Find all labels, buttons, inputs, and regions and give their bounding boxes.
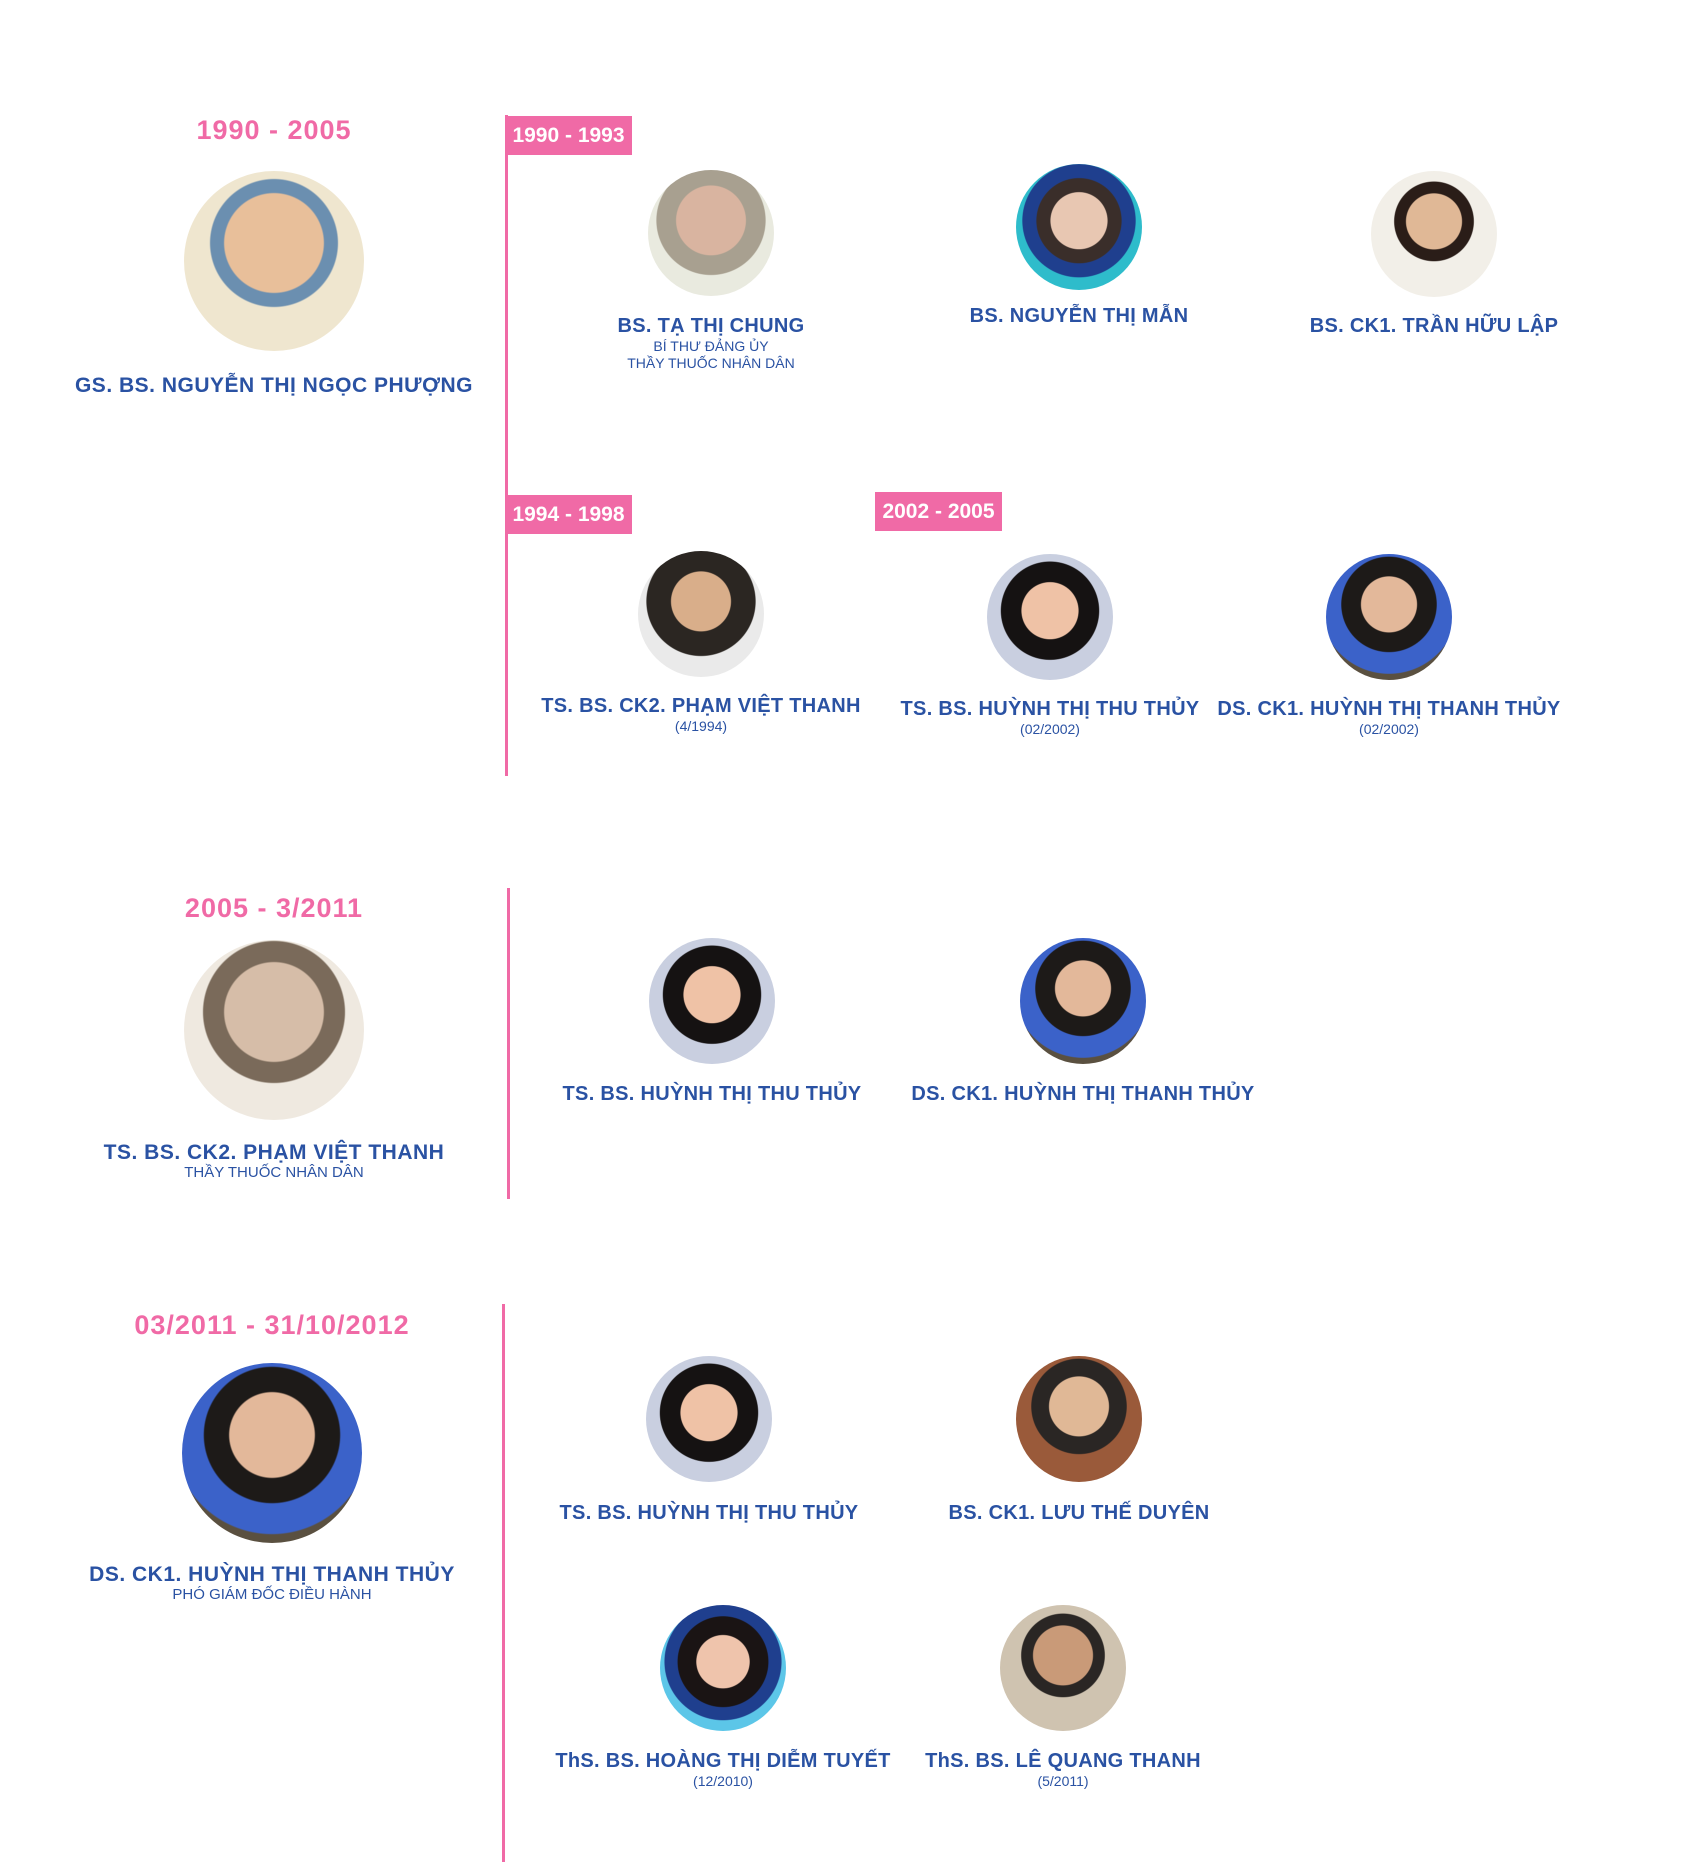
leader-name: DS. CK1. HUỲNH THỊ THANH THỦY [89,1563,455,1586]
leader-title: PHÓ GIÁM ĐỐC ĐIỀU HÀNH [172,1586,372,1603]
timeline-divider [502,1304,505,1862]
deputy-photo [649,938,775,1064]
timeline-divider [507,888,510,1199]
deputy-name: BS. CK1. TRẦN HỮU LẬP [1309,315,1559,337]
period-heading: 1990 - 2005 [196,115,352,145]
deputy-photo [660,1605,786,1731]
deputy-photo [638,551,764,677]
deputy-note: (02/2002) [1020,721,1080,737]
leader-name: GS. BS. NGUYỄN THỊ NGỌC PHƯỢNG [74,374,474,397]
deputy-photo [646,1356,772,1482]
period-badge: 1990 - 1993 [505,116,632,155]
deputy-note: (5/2011) [1037,1773,1089,1789]
deputy-name: TS. BS. HUỲNH THỊ THU THỦY [900,698,1200,720]
deputy-note: (4/1994) [674,718,728,734]
leader-name: TS. BS. CK2. PHẠM VIỆT THANH [103,1141,445,1164]
deputy-name: BS. CK1. LƯU THẾ DUYÊN [948,1502,1210,1524]
deputy-name: TS. BS. HUỲNH THỊ THU THỦY [559,1502,859,1524]
deputy-photo [987,554,1113,680]
leader-photo [184,940,364,1120]
period-badge: 2002 - 2005 [875,492,1002,531]
deputy-photo [1020,938,1146,1064]
deputy-name: TS. BS. HUỲNH THỊ THU THỦY [562,1083,862,1105]
deputy-name: ThS. BS. HOÀNG THỊ DIỄM TUYẾT [555,1750,891,1772]
period-heading: 03/2011 - 31/10/2012 [134,1310,410,1340]
period-heading: 2005 - 3/2011 [184,893,364,923]
deputy-note: (12/2010) [693,1773,753,1789]
deputy-name: BS. NGUYỄN THỊ MẪN [969,305,1189,327]
timeline-divider [505,115,508,776]
deputy-photo [1326,554,1452,680]
deputy-name: DS. CK1. HUỲNH THỊ THANH THỦY [1217,698,1561,720]
period-badge: 1994 - 1998 [505,495,632,534]
leader-photo [184,171,364,351]
deputy-photo [648,170,774,296]
deputy-name: ThS. BS. LÊ QUANG THANH [925,1750,1201,1772]
deputy-note: THẦY THUỐC NHÂN DÂN [627,355,795,371]
deputy-photo [1371,171,1497,297]
deputy-photo [1016,1356,1142,1482]
deputy-photo [1016,164,1142,290]
deputy-name: BS. TẠ THỊ CHUNG [617,315,805,337]
deputy-name: DS. CK1. HUỲNH THỊ THANH THỦY [911,1083,1255,1105]
leader-title: THẦY THUỐC NHÂN DÂN [184,1164,364,1181]
deputy-note: BÍ THƯ ĐẢNG ỦY [653,338,769,354]
deputy-note: (02/2002) [1359,721,1419,737]
deputy-photo [1000,1605,1126,1731]
leader-photo [182,1363,362,1543]
deputy-name: TS. BS. CK2. PHẠM VIỆT THANH [541,695,861,717]
